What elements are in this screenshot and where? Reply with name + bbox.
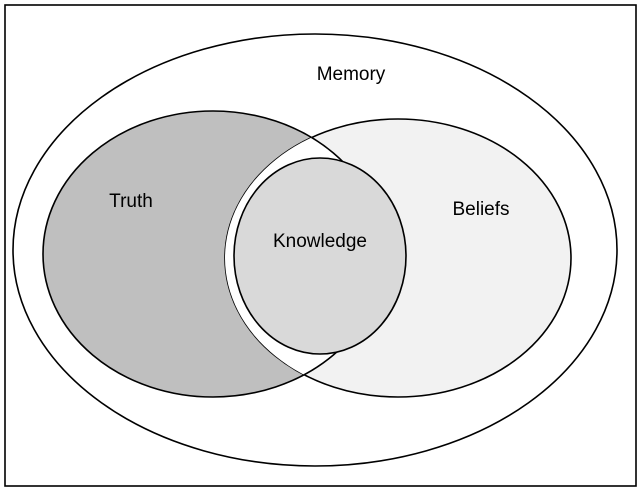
truth-label: Truth: [109, 191, 153, 212]
memory-label: Memory: [317, 64, 386, 85]
knowledge-set: [233, 157, 407, 355]
beliefs-label: Beliefs: [452, 199, 509, 220]
knowledge-label: Knowledge: [273, 231, 367, 252]
